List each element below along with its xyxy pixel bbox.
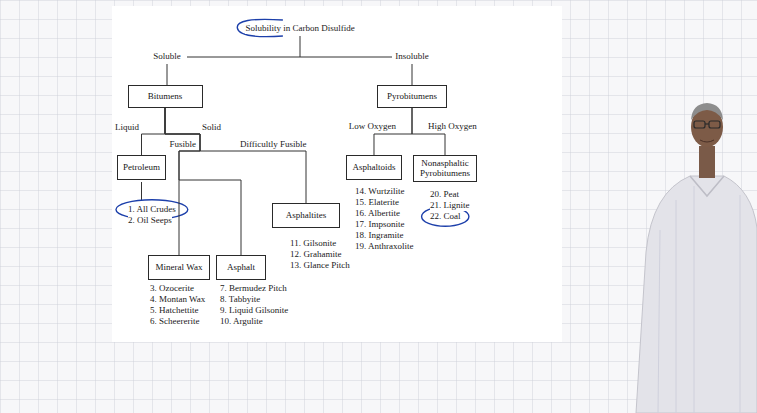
class-label: 2. Oil Seeps bbox=[128, 215, 172, 226]
lecturer-figure bbox=[636, 103, 757, 413]
class-label: 5. Hatchettite bbox=[150, 305, 198, 316]
glasses bbox=[694, 121, 720, 128]
tree-connector bbox=[165, 108, 241, 255]
class-label: 14. Wurtzilite bbox=[355, 186, 404, 197]
class-label: 21. Lignite bbox=[430, 200, 470, 211]
class-label: 4. Montan Wax bbox=[150, 294, 205, 305]
class-box: Asphaltoids bbox=[346, 155, 401, 180]
hair bbox=[691, 103, 723, 120]
class-box: Asphalt bbox=[216, 255, 266, 280]
box-label: Bitumens bbox=[148, 91, 183, 101]
box-label: Asphaltoids bbox=[352, 162, 395, 172]
shirt bbox=[636, 176, 757, 413]
class-label: 17. Impsonite bbox=[355, 219, 405, 230]
class-label: 9. Liquid Gilsonite bbox=[220, 305, 288, 316]
collar bbox=[690, 176, 724, 196]
diagram-panel bbox=[112, 6, 562, 342]
shirt-stripes bbox=[658, 186, 740, 413]
class-label: 7. Bermudez Pitch bbox=[220, 283, 287, 294]
class-label: 15. Elaterite bbox=[355, 197, 399, 208]
tree-connector bbox=[165, 108, 200, 255]
box-label: Pyrobitumens bbox=[387, 91, 437, 101]
class-label: Low Oxygen bbox=[349, 121, 396, 132]
leader-line bbox=[141, 182, 142, 201]
class-label: 20. Peat bbox=[430, 189, 459, 200]
box-label: Mineral Wax bbox=[156, 262, 203, 272]
tree-lines bbox=[142, 36, 413, 201]
class-label: High Oxygen bbox=[428, 121, 477, 132]
class-label: 10. Argulite bbox=[220, 316, 263, 327]
class-label: 13. Glance Pitch bbox=[290, 260, 350, 271]
class-box: Nonasphaltic Pyrobitumens bbox=[413, 155, 477, 182]
class-label: Difficultly Fusible bbox=[240, 139, 307, 150]
class-box: Bitumens bbox=[128, 85, 203, 108]
root-branch-line bbox=[167, 36, 412, 85]
class-box: Mineral Wax bbox=[148, 255, 210, 280]
class-label: Soluble bbox=[153, 51, 181, 62]
neck bbox=[699, 146, 715, 178]
mouth bbox=[700, 140, 714, 142]
class-label: Liquid bbox=[115, 122, 139, 133]
class-label: 16. Albertite bbox=[355, 208, 400, 219]
class-label: 12. Grahamite bbox=[290, 249, 341, 260]
tree-connector bbox=[165, 108, 306, 203]
class-label: 19. Anthraxolite bbox=[355, 241, 414, 252]
class-label: 18. Ingramite bbox=[355, 230, 404, 241]
box-label: Asphalt bbox=[227, 262, 255, 272]
root-criterion: Solubility in Carbon Disulfide bbox=[245, 23, 354, 34]
box-label: Nonasphaltic Pyrobitumens bbox=[419, 158, 471, 179]
class-label: Fusible bbox=[169, 139, 196, 150]
class-label: 11. Gilsonite bbox=[290, 238, 336, 249]
class-label: Insoluble bbox=[395, 51, 429, 62]
box-label: Asphaltites bbox=[286, 210, 327, 220]
class-label: 3. Ozocerite bbox=[150, 283, 194, 294]
class-label: 1. All Crudes bbox=[128, 204, 176, 215]
tree-connector bbox=[142, 108, 166, 155]
class-box: Asphaltites bbox=[272, 203, 340, 228]
class-label: 6. Scheererite bbox=[150, 316, 199, 327]
class-box: Pyrobitumens bbox=[377, 85, 447, 108]
class-box: Petroleum bbox=[117, 155, 166, 180]
class-label: 22. Coal bbox=[430, 211, 461, 222]
box-label: Petroleum bbox=[123, 162, 160, 172]
class-label: Solid bbox=[202, 122, 221, 133]
class-label: 8. Tabbyite bbox=[220, 294, 260, 305]
pen-annotations bbox=[116, 19, 469, 226]
